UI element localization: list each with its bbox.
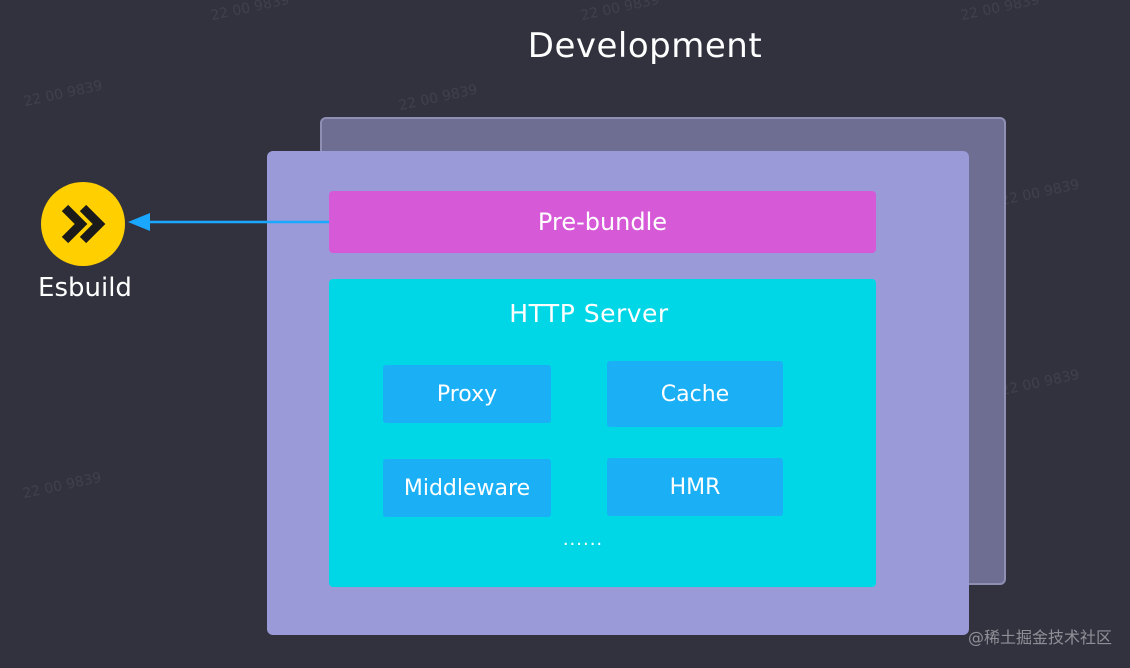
watermark: 22 00 9839 xyxy=(22,77,104,111)
watermark: 22 00 9839 xyxy=(579,0,661,25)
esbuild-logo xyxy=(41,182,125,266)
module-hmr: HMR xyxy=(607,458,783,516)
footer-watermark: @稀土掘金技术社区 xyxy=(967,628,1112,647)
module-proxy: Proxy xyxy=(383,365,551,423)
prebundle-box: Pre-bundle xyxy=(329,191,876,253)
watermark: 22 00 9839 xyxy=(397,81,479,115)
module-label: Cache xyxy=(660,381,730,407)
watermark: 22 00 9839 xyxy=(209,0,291,25)
more-modules-ellipsis: ...... xyxy=(562,529,604,550)
module-label: Proxy xyxy=(436,381,498,407)
esbuild-double-chevron-icon xyxy=(61,204,106,244)
prebundle-label: Pre-bundle xyxy=(537,208,668,236)
watermark: 22 00 9839 xyxy=(959,0,1041,25)
http-server-box: HTTP Server Proxy Cache Middleware HMR .… xyxy=(329,279,876,587)
module-cache: Cache xyxy=(607,361,783,427)
arrow-head xyxy=(128,213,150,231)
http-server-title: HTTP Server xyxy=(509,299,669,328)
watermark: 22 00 9839 xyxy=(999,366,1081,400)
diagram-title: Development xyxy=(527,26,763,66)
watermark: 22 00 9839 xyxy=(21,469,103,503)
module-label: Middleware xyxy=(403,475,531,501)
esbuild-label: Esbuild xyxy=(38,273,132,303)
module-middleware: Middleware xyxy=(383,459,551,517)
watermark: 22 00 9839 xyxy=(999,176,1081,210)
module-label: HMR xyxy=(669,474,721,500)
